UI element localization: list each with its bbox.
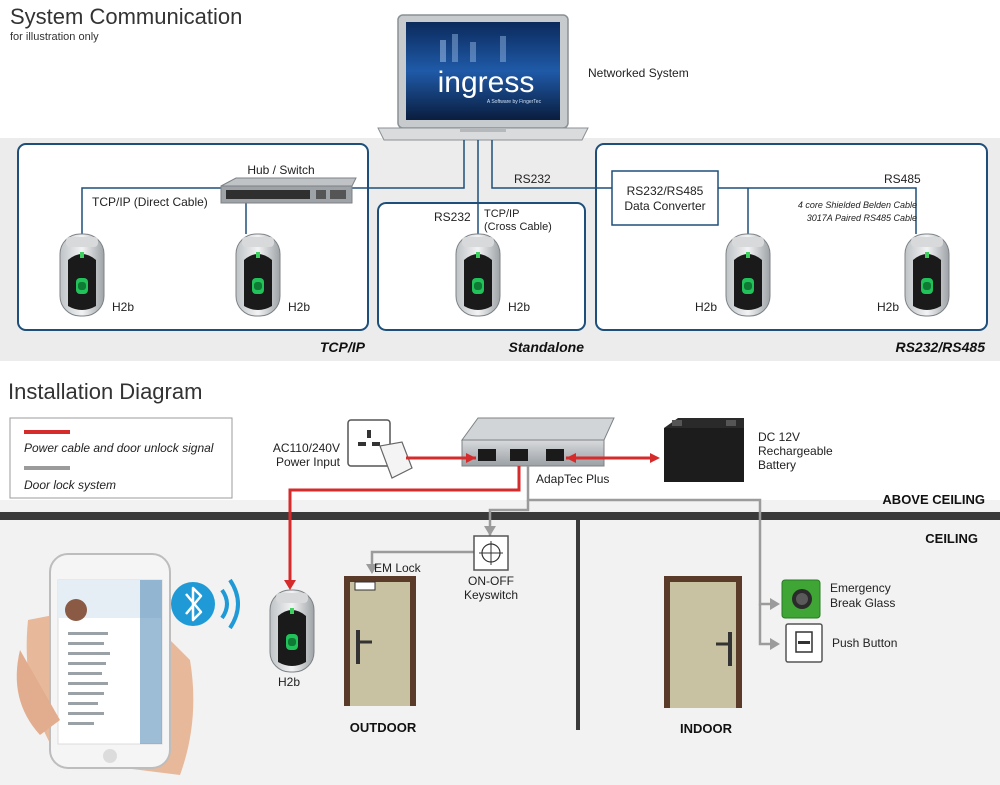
battery-label-2: Rechargeable xyxy=(758,444,833,458)
battery-label-3: Battery xyxy=(758,458,796,472)
power-input-label-2: Power Input xyxy=(276,455,341,469)
battery-label-1: DC 12V xyxy=(758,430,800,444)
h2b-device-icon xyxy=(269,589,315,673)
keyswitch-label-2: Keyswitch xyxy=(464,588,518,602)
arrow-icon xyxy=(770,598,780,610)
wall-divider xyxy=(576,520,580,730)
system-title: System Communication xyxy=(10,4,242,29)
ceiling-line xyxy=(0,512,1000,520)
h2b-device-icon xyxy=(725,233,771,317)
converter-label-1: RS232/RS485 xyxy=(627,184,704,198)
device-label: H2b xyxy=(508,300,530,314)
legend-item-lock: Door lock system xyxy=(24,478,116,492)
h2b-install-label: H2b xyxy=(278,675,300,689)
indoor-door-icon xyxy=(664,576,742,708)
indoor-label: INDOOR xyxy=(680,721,733,736)
cable-note-1: 4 core Shielded Belden Cable xyxy=(798,200,917,210)
lock-cables xyxy=(370,466,774,646)
tcpip-direct-label: TCP/IP (Direct Cable) xyxy=(92,195,208,209)
group-standalone-label: Standalone xyxy=(509,339,585,355)
h2b-device-icon xyxy=(59,233,105,317)
power-input-label-1: AC110/240V xyxy=(273,441,340,455)
outdoor-door-icon xyxy=(344,576,416,706)
laptop-tagline: A Software by FingerTec xyxy=(487,99,542,105)
arrow-icon xyxy=(650,453,660,463)
emergency-label-1: Emergency xyxy=(830,581,891,595)
push-button-label: Push Button xyxy=(832,636,897,650)
hub-label: Hub / Switch xyxy=(247,163,314,177)
bluetooth-icon xyxy=(171,578,240,630)
h2b-device-icon xyxy=(904,233,950,317)
tcpip-cross-label-1: TCP/IP xyxy=(484,208,519,220)
arrow-icon xyxy=(770,638,780,650)
em-lock-label: EM Lock xyxy=(374,561,422,575)
h2b-device-icon xyxy=(455,233,501,317)
data-converter-box xyxy=(611,170,719,226)
device-label: H2b xyxy=(288,300,310,314)
power-outlet-icon xyxy=(347,419,391,467)
cable-note-2: 3017A Paired RS485 Cable xyxy=(807,213,917,223)
arrow-icon xyxy=(566,453,576,463)
power-cables xyxy=(288,456,652,582)
rs485-label: RS485 xyxy=(884,172,921,186)
above-ceiling-label: ABOVE CEILING xyxy=(882,492,985,507)
converter-label-2: Data Converter xyxy=(624,199,705,213)
outdoor-label: OUTDOOR xyxy=(350,720,417,735)
rs232-top-label: RS232 xyxy=(514,172,551,186)
legend-item-power: Power cable and door unlock signal xyxy=(24,441,214,455)
install-title: Installation Diagram xyxy=(8,379,202,404)
rs232-standalone-label: RS232 xyxy=(434,210,471,224)
hub-switch-icon xyxy=(220,177,357,204)
arrow-icon xyxy=(284,580,296,590)
h2b-device-icon xyxy=(235,233,281,317)
device-label: H2b xyxy=(695,300,717,314)
group-rs-label: RS232/RS485 xyxy=(895,339,985,355)
networked-label: Networked System xyxy=(588,66,689,80)
arrow-icon xyxy=(466,453,476,463)
arrow-icon xyxy=(366,564,378,574)
laptop-brand: ingress xyxy=(438,66,535,99)
emergency-label-2: Break Glass xyxy=(830,596,895,610)
device-label: H2b xyxy=(877,300,899,314)
device-label: H2b xyxy=(112,300,134,314)
legend-swatch-lock xyxy=(24,466,70,470)
break-glass-icon xyxy=(781,579,821,619)
push-button-icon xyxy=(785,623,823,663)
system-subtitle: for illustration only xyxy=(10,31,99,43)
arrow-icon xyxy=(484,526,496,536)
power-plug-icon xyxy=(379,441,413,479)
tcpip-cross-label-2: (Cross Cable) xyxy=(484,221,552,233)
smartphone-icon xyxy=(16,553,194,775)
laptop-icon: ingress A Software by FingerTec xyxy=(377,14,589,141)
adaptec-plus-icon xyxy=(461,417,615,467)
adaptec-label: AdapTec Plus xyxy=(536,472,609,486)
group-tcpip-label: TCP/IP xyxy=(320,339,366,355)
keyswitch-icon xyxy=(473,535,509,571)
legend-swatch-power xyxy=(24,430,70,434)
legend: Power cable and door unlock signal Door … xyxy=(9,417,233,499)
battery-icon xyxy=(664,418,744,482)
keyswitch-label-1: ON-OFF xyxy=(468,574,514,588)
ceiling-label: CEILING xyxy=(925,531,978,546)
